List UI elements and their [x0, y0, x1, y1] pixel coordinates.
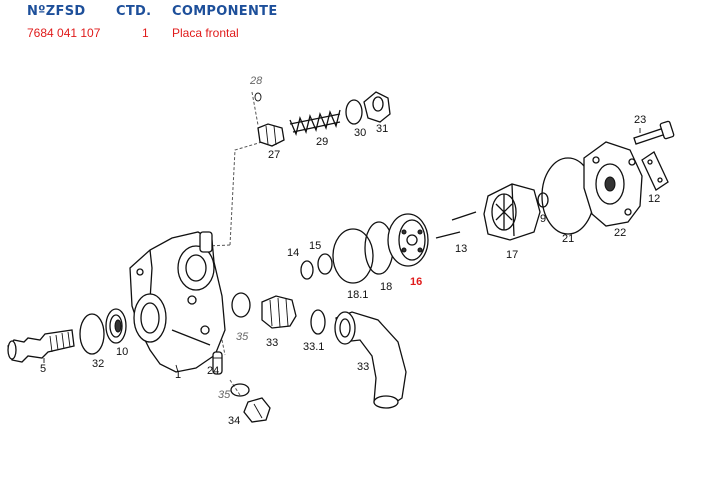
- header-part-column: COMPONENTE: [172, 4, 278, 19]
- part-29-spring[interactable]: [289, 109, 341, 137]
- part-16-front-plate[interactable]: [387, 213, 429, 267]
- selected-part-qty: 1: [142, 26, 149, 40]
- part-24-pin[interactable]: [212, 351, 223, 375]
- label-16: 16: [410, 276, 422, 288]
- label-5: 5: [40, 363, 46, 375]
- label-12: 12: [648, 193, 660, 205]
- part-labels: 1 5 9 10 12 13 14 15 16 17 18 18.1 21 22…: [40, 75, 660, 427]
- label-32: 32: [92, 358, 104, 370]
- label-33-upper: 33: [266, 337, 278, 349]
- leader-lines: [43, 128, 641, 373]
- part-5-shaft[interactable]: [7, 329, 75, 363]
- label-23: 23: [634, 114, 646, 126]
- part-35b-oring[interactable]: [230, 383, 250, 397]
- label-21: 21: [562, 233, 574, 245]
- label-28: 28: [249, 75, 263, 87]
- part-12-gasket[interactable]: [641, 151, 669, 191]
- header-ref-column: NºZFSD: [27, 4, 86, 19]
- part-30-oring[interactable]: [345, 99, 363, 125]
- label-18-1: 18.1: [347, 289, 368, 301]
- label-9: 9: [540, 213, 546, 225]
- part-14-ring[interactable]: [300, 260, 314, 280]
- part-34-fitting[interactable]: [243, 397, 271, 423]
- label-13: 13: [455, 243, 467, 255]
- label-17: 17: [506, 249, 518, 261]
- header-qty-column: CTD.: [116, 4, 152, 19]
- label-30: 30: [354, 127, 366, 139]
- label-34: 34: [228, 415, 240, 427]
- part-23-bolt[interactable]: [633, 120, 675, 145]
- label-27: 27: [268, 149, 280, 161]
- label-15: 15: [309, 240, 321, 252]
- label-24: 24: [207, 365, 219, 377]
- label-35a: 35: [236, 331, 249, 343]
- part-35a-oring[interactable]: [231, 292, 251, 318]
- label-18: 18: [380, 281, 392, 293]
- part-10-seal[interactable]: [105, 308, 127, 344]
- part-33-fitting[interactable]: [261, 295, 297, 329]
- part-27-valve[interactable]: [257, 123, 285, 147]
- label-35b: 35: [218, 389, 231, 401]
- part-1-pump-housing[interactable]: [129, 231, 226, 373]
- part-31-plug[interactable]: [363, 91, 391, 123]
- label-33-lower: 33: [357, 361, 369, 373]
- part-33-elbow-pipe[interactable]: [334, 311, 407, 409]
- part-15-ring[interactable]: [317, 253, 333, 275]
- part-32-oring[interactable]: [79, 313, 105, 355]
- part-18-1-oring[interactable]: [332, 228, 374, 284]
- guide-lines: [206, 91, 263, 396]
- label-14: 14: [287, 247, 299, 259]
- label-22: 22: [614, 227, 626, 239]
- label-33-1: 33.1: [303, 341, 324, 353]
- selected-part-ref[interactable]: 7684 041 107: [27, 26, 101, 40]
- part-28-ball[interactable]: [254, 92, 262, 102]
- label-31: 31: [376, 123, 388, 135]
- part-22-rear-cover[interactable]: [583, 141, 643, 227]
- part-17-rotor[interactable]: [483, 183, 541, 241]
- label-10: 10: [116, 346, 128, 358]
- part-33-1-oring[interactable]: [310, 309, 326, 335]
- label-1: 1: [175, 369, 181, 381]
- label-29: 29: [316, 136, 328, 148]
- part-13-dowel-pins[interactable]: [435, 211, 477, 239]
- selected-part-name[interactable]: Placa frontal: [172, 26, 239, 40]
